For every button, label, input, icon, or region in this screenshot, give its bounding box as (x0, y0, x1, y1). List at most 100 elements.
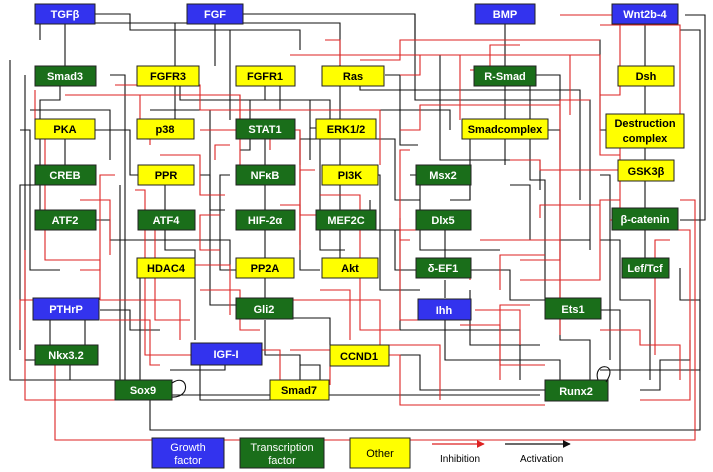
svg-text:R-Smad: R-Smad (484, 71, 526, 83)
svg-text:Dsh: Dsh (636, 71, 657, 83)
svg-text:HDAC4: HDAC4 (147, 263, 186, 275)
svg-text:CREB: CREB (49, 170, 80, 182)
node-lef-tcf: Lef/Tcf (621, 257, 670, 279)
node-p38: p38 (136, 118, 195, 140)
node-ras: Ras (321, 65, 385, 87)
svg-text:Smadcomplex: Smadcomplex (468, 124, 543, 136)
svg-text:complex: complex (623, 133, 669, 145)
svg-text:Smad7: Smad7 (281, 385, 317, 397)
node-dlx5: Dlx5 (415, 209, 472, 231)
svg-text:PKA: PKA (53, 124, 76, 136)
svg-text:δ-EF1: δ-EF1 (428, 263, 459, 275)
svg-text:Inhibition: Inhibition (440, 454, 480, 465)
svg-text:FGFR1: FGFR1 (247, 71, 283, 83)
legend-transcription-factor: Transcription factor (239, 437, 325, 469)
svg-text:Sox9: Sox9 (130, 385, 156, 397)
node-smad3: Smad3 (34, 65, 97, 87)
svg-text:FGF: FGF (204, 9, 226, 21)
node-ihh: Ihh (417, 298, 472, 321)
legend-growth-factor: Growth factor (151, 437, 225, 469)
svg-text:Wnt2b-4: Wnt2b-4 (623, 9, 667, 21)
legend-inhibition: Inhibition (432, 440, 485, 465)
svg-text:Msx2: Msx2 (429, 170, 457, 182)
nodes: TGFβ FGF BMP Wnt2b-4 PTHrP Ihh IGF-I (32, 3, 685, 402)
node-tgfb: TGFβ (34, 3, 96, 25)
legend: Growth factor Transcription factor Other… (151, 437, 571, 469)
node-ppr: PPR (137, 164, 195, 186)
node-pthrp: PTHrP (32, 297, 100, 321)
svg-text:ATF4: ATF4 (153, 215, 181, 227)
svg-text:factor: factor (174, 455, 202, 467)
self-loop-sox9 (171, 379, 187, 398)
svg-text:IGF-I: IGF-I (213, 349, 238, 361)
node-fgfr1: FGFR1 (235, 65, 296, 87)
node-r-smad: R-Smad (473, 65, 537, 87)
svg-text:Dlx5: Dlx5 (431, 215, 454, 227)
node-erk1-2: ERK1/2 (315, 118, 377, 140)
svg-text:Ets1: Ets1 (561, 304, 584, 316)
svg-text:NFκB: NFκB (251, 170, 280, 182)
svg-text:factor: factor (268, 455, 296, 467)
svg-text:Smad3: Smad3 (47, 71, 83, 83)
svg-text:PI3K: PI3K (338, 170, 363, 182)
node-sox9: Sox9 (114, 379, 173, 401)
svg-text:PTHrP: PTHrP (49, 304, 83, 316)
node-creb: CREB (34, 164, 97, 186)
node-fgfr3: FGFR3 (136, 65, 200, 87)
node-mef2c: MEF2C (315, 209, 377, 231)
svg-text:Nkx3.2: Nkx3.2 (48, 350, 83, 362)
svg-text:Runx2: Runx2 (559, 386, 593, 398)
node-atf4: ATF4 (137, 209, 196, 231)
svg-text:Ras: Ras (343, 71, 363, 83)
node-hif-2a: HIF-2α (235, 209, 296, 231)
svg-text:PP2A: PP2A (251, 263, 280, 275)
legend-other: Other (349, 437, 411, 469)
node-wnt2b-4: Wnt2b-4 (611, 3, 679, 25)
node-destruction-complex: Destruction complex (605, 113, 685, 149)
node-d-ef1: δ-EF1 (415, 257, 472, 279)
svg-text:Growth: Growth (170, 442, 205, 454)
svg-text:MEF2C: MEF2C (327, 215, 364, 227)
node-pp2a: PP2A (235, 257, 295, 279)
node-b-catenin: β-catenin (611, 207, 679, 231)
node-igf-i: IGF-I (190, 342, 263, 366)
svg-text:Other: Other (366, 448, 394, 460)
node-gli2: Gli2 (235, 297, 294, 320)
svg-text:ATF2: ATF2 (52, 215, 79, 227)
svg-text:PPR: PPR (155, 170, 178, 182)
node-smadcomplex: Smadcomplex (461, 118, 549, 140)
node-stat1: STAT1 (235, 118, 296, 140)
svg-text:GSK3β: GSK3β (628, 166, 665, 178)
svg-text:BMP: BMP (493, 9, 517, 21)
node-ets1: Ets1 (544, 297, 602, 320)
svg-text:p38: p38 (156, 124, 175, 136)
svg-text:β-catenin: β-catenin (621, 214, 670, 226)
svg-text:HIF-2α: HIF-2α (248, 215, 283, 227)
svg-text:Gli2: Gli2 (254, 304, 275, 316)
svg-text:Activation: Activation (520, 454, 563, 465)
svg-text:Destruction: Destruction (614, 118, 675, 130)
node-atf2: ATF2 (34, 209, 97, 231)
svg-text:Transcription: Transcription (250, 442, 313, 454)
svg-text:TGFβ: TGFβ (51, 9, 80, 21)
node-nkx3-2: Nkx3.2 (34, 344, 99, 366)
node-pi3k: PI3K (321, 164, 379, 186)
legend-activation: Activation (505, 440, 571, 465)
node-akt: Akt (321, 257, 379, 279)
node-gsk3b: GSK3β (617, 159, 675, 182)
node-fgf: FGF (186, 3, 244, 25)
svg-text:CCND1: CCND1 (340, 351, 378, 363)
svg-text:Akt: Akt (341, 263, 359, 275)
svg-text:Lef/Tcf: Lef/Tcf (627, 263, 663, 275)
node-nfkb: NFκB (235, 164, 296, 186)
svg-text:ERK1/2: ERK1/2 (327, 124, 366, 136)
svg-text:Ihh: Ihh (436, 305, 453, 317)
node-bmp: BMP (474, 3, 536, 25)
node-ccnd1: CCND1 (329, 344, 390, 367)
svg-text:FGFR3: FGFR3 (150, 71, 186, 83)
self-loop-runx2 (596, 366, 611, 383)
node-msx2: Msx2 (415, 164, 472, 186)
node-dsh: Dsh (617, 65, 675, 87)
node-pka: PKA (34, 118, 96, 140)
